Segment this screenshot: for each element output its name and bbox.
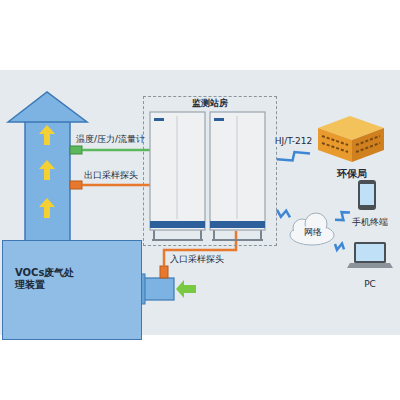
node-text: PC <box>364 279 376 290</box>
lightning-link <box>335 212 350 220</box>
protocol-label: HJ/T-212 <box>273 136 315 147</box>
sample-line <box>82 184 150 187</box>
gauge-symbol <box>70 146 82 154</box>
phone-node: 手机终端 <box>350 178 390 228</box>
probe-symbol <box>160 266 168 278</box>
pc-node: PC <box>344 240 396 290</box>
flow-arrow <box>39 160 55 180</box>
network-cloud: 网络 <box>290 215 335 246</box>
stack-roof <box>8 92 87 122</box>
probe-label: 入口采样探头 <box>170 254 224 265</box>
flow-arrow <box>39 198 55 218</box>
node-text: VOCs废气处理装置 <box>15 267 77 291</box>
gauge-wire <box>82 149 150 152</box>
cloud-icon <box>290 213 334 245</box>
probe-label: 出口采样探头 <box>84 170 138 181</box>
node-text: 手机终端 <box>352 217 388 228</box>
node-text: 环保局 <box>337 168 367 180</box>
station-box: 监测站房 <box>143 96 277 246</box>
laptop-icon <box>347 242 393 268</box>
node-text: 网络 <box>304 227 322 238</box>
stack-body <box>25 118 70 243</box>
building-icon <box>318 116 384 162</box>
treatment-device: VOCs废气处理装置 <box>2 240 142 340</box>
lightning-link <box>335 244 344 250</box>
gauge-label: 温度/压力/流量计 <box>76 134 145 145</box>
analyzer-cabinet <box>210 112 265 240</box>
agency-node: 环保局 <box>310 112 394 180</box>
phone-icon <box>358 180 376 210</box>
lightning-link <box>277 152 310 160</box>
node-text: 监测站房 <box>144 98 276 109</box>
flow-arrow <box>39 125 55 145</box>
inlet-arrow <box>176 280 196 298</box>
analyzer-cabinet <box>150 112 205 240</box>
inlet-pipe <box>142 278 174 300</box>
probe-symbol <box>70 181 82 189</box>
lightning-link <box>277 210 290 218</box>
